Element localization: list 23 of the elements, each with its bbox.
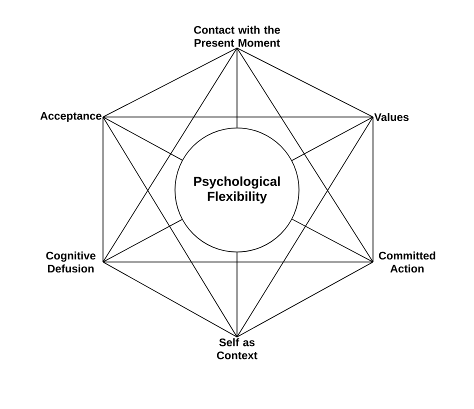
connecting-line (102, 116, 183, 161)
connecting-line (102, 48, 238, 118)
connecting-line (236, 48, 374, 118)
vertex-label: Committed Action (378, 251, 436, 273)
connecting-line (236, 252, 238, 338)
vertex-label: Values (374, 112, 409, 122)
connecting-line (102, 116, 104, 262)
connecting-line (236, 48, 374, 262)
connecting-line (102, 219, 182, 262)
vertex-label: Contact with the Present Moment (194, 26, 280, 47)
vertex-label: Cognitive Defusion (46, 251, 96, 273)
connecting-line (102, 262, 238, 338)
connecting-line (102, 116, 374, 118)
connecting-line (102, 48, 238, 262)
connecting-line (236, 48, 238, 128)
connecting-line (236, 262, 374, 338)
connecting-line (236, 116, 374, 338)
connecting-line (292, 218, 374, 262)
connecting-line (372, 116, 374, 262)
vertex-label: Acceptance (40, 112, 102, 122)
connecting-line (102, 116, 238, 338)
connecting-line (292, 116, 374, 161)
vertex-label: Self as Context (216, 338, 258, 360)
